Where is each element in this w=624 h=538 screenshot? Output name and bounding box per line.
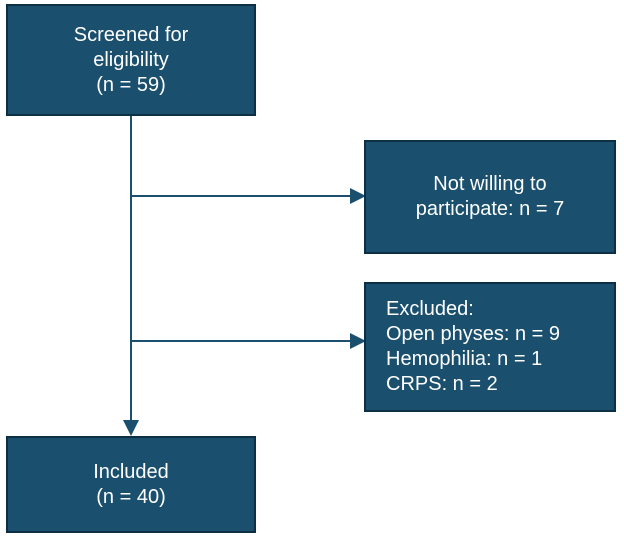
- screened-count: (n = 59): [96, 73, 166, 96]
- excluded-heading: Excluded:: [386, 298, 474, 320]
- excluded-open-physes: Open physes: n = 9: [386, 323, 561, 345]
- main-down-arrowhead: [123, 420, 139, 436]
- excluded-hemophilia: Hemophilia: n = 1: [386, 348, 543, 370]
- screened-line-2: eligibility: [93, 48, 169, 71]
- included-box: Included (n = 40): [6, 436, 256, 533]
- excluded-crps: CRPS: n = 2: [386, 373, 498, 395]
- screened-line-1: Screened for: [73, 23, 189, 46]
- arrowhead-not-willing: [350, 188, 366, 204]
- not-willing-line-1: Not willing to: [433, 173, 547, 195]
- arrowhead-excluded: [350, 333, 366, 349]
- excluded-box: Excluded: Open physes: n = 9 Hemophilia:…: [364, 282, 616, 412]
- included-line-1: Included: [93, 460, 169, 483]
- screened-box: Screened for eligibility (n = 59): [6, 4, 256, 116]
- not-willing-line-2: participate: n = 7: [415, 198, 565, 220]
- included-count: (n = 40): [96, 485, 166, 508]
- not-willing-box: Not willing to participate: n = 7: [364, 140, 616, 254]
